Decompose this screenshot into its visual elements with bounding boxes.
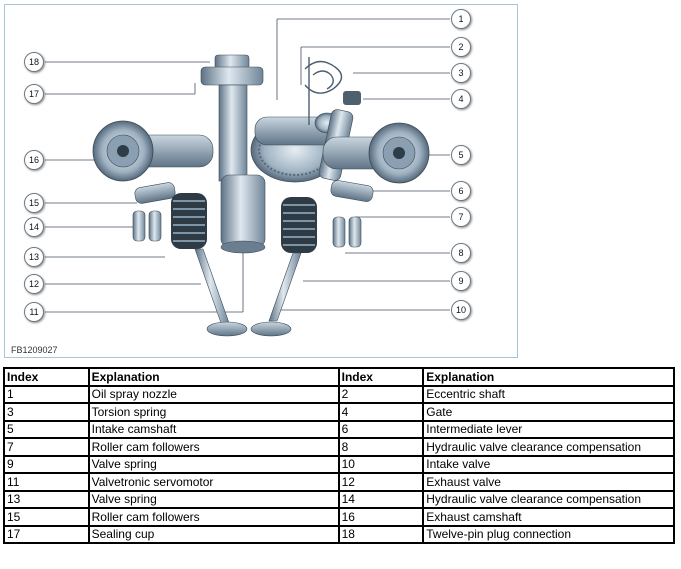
index-cell: 1: [3, 384, 90, 404]
index-cell: 4: [337, 402, 425, 422]
explanation-cell: Exhaust camshaft: [422, 507, 675, 527]
explanation-cell: Oil spray nozzle: [87, 384, 340, 404]
index-cell: 8: [337, 437, 425, 457]
torsion-spring: [304, 57, 343, 125]
callout-12: 12: [24, 274, 44, 294]
explanation-cell: Intermediate lever: [422, 419, 675, 439]
header-index-2: Index: [337, 367, 425, 387]
leader-lines: [45, 18, 450, 313]
index-cell: 15: [3, 507, 90, 527]
valvetrain-drawing: [45, 18, 450, 337]
explanation-cell: Sealing cup: [87, 524, 340, 544]
callout-13: 13: [24, 247, 44, 267]
callout-4: 4: [451, 89, 471, 109]
index-cell: 6: [337, 419, 425, 439]
explanation-cell: Twelve-pin plug connection: [422, 524, 675, 544]
header-explanation: Explanation: [87, 367, 340, 387]
explanation-cell: Eccentric shaft: [422, 384, 675, 404]
callout-7: 7: [451, 207, 471, 227]
intake-valve-spring: [281, 197, 317, 253]
explanation-cell: Gate: [422, 402, 675, 422]
index-cell: 2: [337, 384, 425, 404]
callout-18: 18: [24, 52, 44, 72]
explanation-cell: Valve spring: [87, 454, 340, 474]
exhaust-valve-spring: [171, 193, 207, 249]
explanation-cell: Roller cam followers: [87, 437, 340, 457]
exhaust-valve: [194, 248, 248, 337]
callout-1: 1: [451, 9, 471, 29]
callout-16: 16: [24, 150, 44, 170]
eccentric-shaft-gear: [250, 112, 340, 183]
callout-6: 6: [451, 181, 471, 201]
callout-17: 17: [24, 84, 44, 104]
explanation-cell: Torsion spring: [87, 402, 340, 422]
intake-camshaft: [322, 122, 430, 184]
index-cell: 14: [337, 489, 425, 509]
explanation-cell: Intake valve: [422, 454, 675, 474]
index-cell: 10: [337, 454, 425, 474]
explanation-cell: Valve spring: [87, 489, 340, 509]
index-cell: 9: [3, 454, 90, 474]
right-roller-followers: [330, 180, 374, 248]
valvetrain-illustration: FB1209027 1 2 3 4 5 6 7 8 9 10 11 12 13 …: [4, 4, 518, 358]
callout-15: 15: [24, 193, 44, 213]
callout-8: 8: [451, 243, 471, 263]
explanation-cell: Exhaust valve: [422, 472, 675, 492]
index-cell: 7: [3, 437, 90, 457]
exhaust-camshaft: [92, 120, 214, 182]
explanation-cell: Valvetronic servomotor: [87, 472, 340, 492]
callout-2: 2: [451, 37, 471, 57]
callout-11: 11: [24, 302, 44, 322]
servomotor-assembly: [200, 54, 266, 254]
explanation-cell: Hydraulic valve clearance compensation: [422, 489, 675, 509]
index-cell: 3: [3, 402, 90, 422]
explanation-cell: Hydraulic valve clearance compensation: [422, 437, 675, 457]
index-cell: 18: [337, 524, 425, 544]
callout-9: 9: [451, 271, 471, 291]
header-explanation-2: Explanation: [422, 367, 675, 387]
explanation-cell: Roller cam followers: [87, 507, 340, 527]
index-cell: 12: [337, 472, 425, 492]
left-roller-followers: [132, 182, 176, 242]
figure-code: FB1209027: [11, 345, 58, 355]
header-index: Index: [3, 367, 90, 387]
index-cell: 11: [3, 472, 90, 492]
callout-3: 3: [451, 63, 471, 83]
index-cell: 16: [337, 507, 425, 527]
explanation-cell: Intake camshaft: [87, 419, 340, 439]
intake-valve: [250, 252, 302, 337]
index-cell: 13: [3, 489, 90, 509]
legend-header-row: Index Explanation Index Explanation: [3, 367, 675, 387]
index-cell: 5: [3, 419, 90, 439]
callout-5: 5: [451, 145, 471, 165]
index-cell: 17: [3, 524, 90, 544]
callout-14: 14: [24, 217, 44, 237]
callout-10: 10: [451, 300, 471, 320]
